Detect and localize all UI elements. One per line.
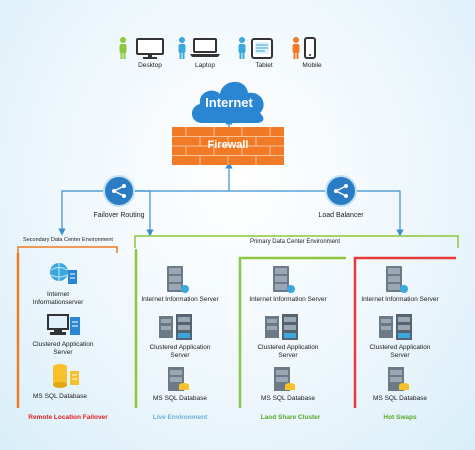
secondary-item-label: Internet Informationserver [32,291,84,306]
database-icon [53,364,79,388]
server-cluster-icon [159,314,192,340]
failover-router-icon [103,175,135,207]
internet-label: Internet [205,95,253,110]
primary-env-bracket [134,235,459,248]
server-cluster-icon [265,314,298,340]
database-server-icon [274,367,295,391]
laptop-label: Laptop [195,62,215,69]
load-balancer-icon [325,175,357,207]
failover-to-secondary-arrow [58,190,104,236]
server-rack-icon [273,266,295,293]
server-rack-icon [167,266,189,293]
load-balancer-label: Load Balancer [318,212,364,219]
remote-location-failover-label: Remote Location Failover [28,414,108,421]
loadshare-env-bracket [238,256,346,408]
database-server-icon [168,367,189,391]
database-server-icon [388,367,409,391]
hotswap-env-bracket [353,256,456,408]
firewall-icon [172,127,284,165]
secondary-env-title: Secondary Data Center Environment [23,237,113,243]
hotswap-item-label: MS SQL Database [373,395,427,402]
hot-swaps-label: Hot Swaps [383,414,417,421]
live-environment-label: Live Environment [152,414,208,421]
mobile-label: Mobile [302,62,322,69]
person-icon [238,37,246,59]
hotswap-item-label: Clustered Application Server [369,344,431,359]
workstation-icon [47,314,80,335]
live-item-label: MS SQL Database [153,395,207,402]
globe-server-icon [50,263,77,284]
desktop-label: Desktop [138,62,162,69]
secondary-item-label: MS SQL Database [33,393,87,400]
tablet-icon [251,38,273,59]
hotswap-item-label: Internet Information Server [361,296,439,303]
secondary-item-label: Clustered Application Server [32,341,94,356]
load-share-cluster-label: Laod Share Cluster [260,414,321,421]
loadbalancer-to-primary-arrow [357,190,404,237]
mobile-icon [304,37,316,59]
server-cluster-icon [379,314,412,340]
live-item-label: Clustered Application Server [149,344,211,359]
laptop-icon [190,38,220,57]
failover-routing-label: Failover Routing [93,212,145,219]
secondary-env-bracket [17,246,118,253]
internet-cloud-icon [191,81,264,123]
loadshare-item-label: Clustered Application Server [257,344,319,359]
failover-to-primary-arrow [135,190,154,237]
firewall-label: Firewall [207,139,249,151]
server-rack-icon [386,266,408,293]
person-icon [292,37,300,59]
primary-env-title: Primary Data Center Environment [249,239,341,245]
person-icon [178,37,186,59]
desktop-icon [136,38,164,59]
tablet-label: Tablet [255,62,273,69]
person-icon [119,37,127,59]
loadshare-item-label: MS SQL Database [261,395,315,402]
loadshare-item-label: Internet Information Server [249,296,327,303]
live-item-label: Internet Information Server [141,296,219,303]
